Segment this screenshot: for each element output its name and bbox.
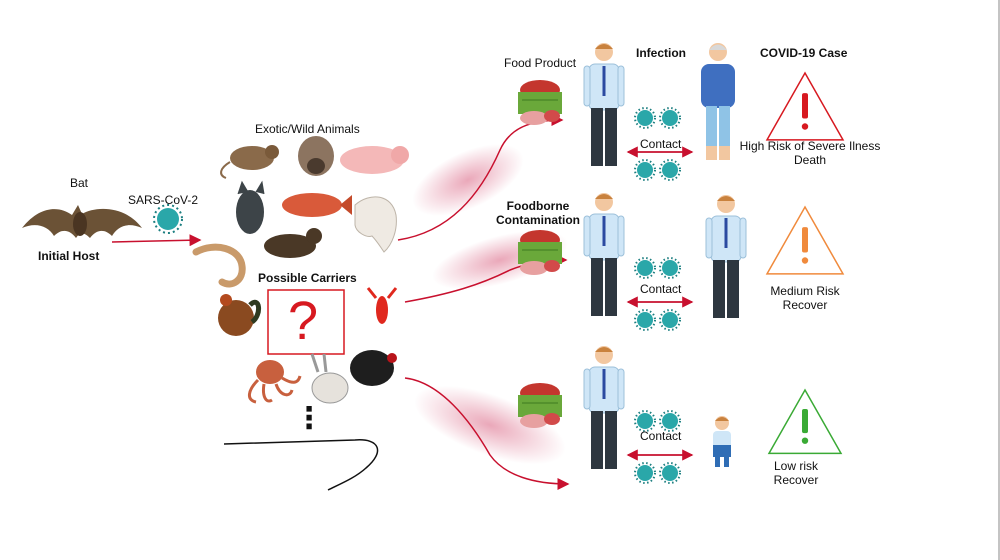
virus-icon: [634, 410, 656, 432]
virus-icon: [634, 462, 656, 484]
exotic-animals-label: Exotic/Wild Animals: [255, 122, 360, 136]
food-basket-icon: [518, 80, 562, 125]
contact-label-2: Contact: [640, 282, 682, 296]
horse-icon: [354, 196, 397, 253]
virus-icon: [634, 309, 656, 331]
food-basket-icon: [518, 383, 562, 428]
pig-icon: [340, 146, 409, 174]
virus-icon: [659, 159, 681, 181]
otter-icon: [264, 228, 322, 258]
food-basket-icon: [518, 230, 562, 275]
octopus-icon: [248, 360, 302, 404]
virus-icon: [659, 462, 681, 484]
virus-icon: [659, 107, 681, 129]
possible-carriers-label: Possible Carriers: [258, 271, 357, 285]
adult-person-figure: [705, 195, 747, 318]
lobster-icon: [366, 287, 398, 324]
virus-icon: [659, 309, 681, 331]
food-handler-figure: [583, 346, 625, 469]
risk-text-low: Low risk Recover: [773, 459, 819, 487]
warning-triangle-icon: [765, 205, 845, 275]
cat-icon: [236, 180, 265, 234]
risk-text-medium: Medium Risk Recover: [770, 284, 840, 312]
bat-arrow: [111, 234, 202, 247]
turkey-icon: [350, 350, 397, 386]
initial-host-label: Initial Host: [38, 249, 100, 263]
contact-label-3: Contact: [640, 429, 682, 443]
fish-icon: [282, 193, 352, 217]
warning-triangle-icon: [767, 388, 843, 455]
elderly-person-figure: [701, 43, 735, 160]
question-box: [267, 289, 345, 355]
rabbit-icon: [310, 353, 349, 404]
child-figure: [713, 416, 731, 467]
infection-label: Infection: [636, 46, 686, 60]
rooster-icon: [218, 294, 261, 336]
virus-icon: [659, 257, 681, 279]
shrimp-icon: [192, 243, 246, 288]
question-mark: ?: [288, 291, 319, 351]
dog-icon: [298, 136, 334, 176]
bat-icon: [22, 205, 142, 238]
rat-icon: [220, 145, 279, 179]
food-product-label: Food Product: [504, 56, 577, 70]
ground-curve: [223, 439, 379, 491]
risk-text-high: High Risk of Severe Ilness Death: [739, 139, 881, 167]
food-handler-figure: [583, 43, 625, 166]
bat-label: Bat: [70, 176, 89, 190]
foodborne-label: Foodborne Contamination: [496, 199, 580, 227]
warning-triangle-icon: [765, 71, 845, 141]
virus-icon: [634, 159, 656, 181]
covid-case-label: COVID-19 Case: [760, 46, 848, 60]
ellipsis-marker: ⋮: [294, 402, 324, 435]
virus-icon: [634, 257, 656, 279]
sars-label: SARS-CoV-2: [128, 193, 199, 207]
contact-label-1: Contact: [640, 137, 682, 151]
virus-icon: [153, 204, 183, 234]
virus-icon: [634, 107, 656, 129]
arrow-to-row-3: [404, 377, 570, 490]
virus-icon: [659, 410, 681, 432]
food-handler-figure: [583, 193, 625, 316]
